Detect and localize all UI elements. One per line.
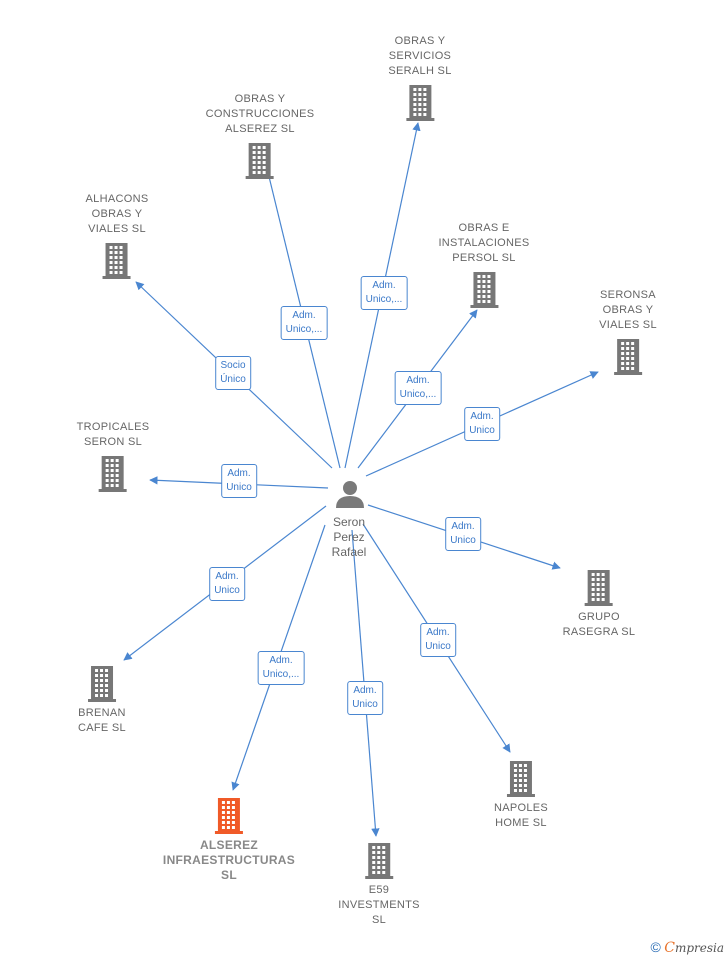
relation-label-brenan-cafe[interactable]: Adm. Unico bbox=[209, 567, 245, 601]
building-icon bbox=[206, 143, 315, 179]
relation-label-obras-instalaciones-persol[interactable]: Adm. Unico,... bbox=[394, 371, 442, 405]
brand-initial: C bbox=[664, 940, 675, 956]
building-icon bbox=[438, 272, 529, 308]
person-icon bbox=[336, 481, 364, 508]
company-name: OBRAS Y CONSTRUCCIONES ALSEREZ SL bbox=[205, 93, 315, 135]
relation-label-obras-construcciones-alserez[interactable]: Adm. Unico,... bbox=[280, 306, 328, 340]
company-node-obras-construcciones-alserez[interactable]: OBRAS Y CONSTRUCCIONES ALSEREZ SL bbox=[206, 92, 315, 179]
relation-label-e59-investments[interactable]: Adm. Unico bbox=[347, 681, 383, 715]
building-icon bbox=[78, 666, 126, 702]
person-name[interactable]: Seron Perez Rafael bbox=[331, 515, 367, 559]
building-icon bbox=[77, 456, 150, 492]
building-icon bbox=[163, 798, 295, 834]
company-node-grupo-rasegra[interactable]: GRUPO RASEGRA SL bbox=[563, 570, 636, 640]
company-node-e59-investments[interactable]: E59 INVESTMENTS SL bbox=[338, 843, 420, 928]
company-name: E59 INVESTMENTS SL bbox=[338, 884, 420, 926]
company-node-alserez-infraestructuras[interactable]: ALSEREZ INFRAESTRUCTURAS SL bbox=[163, 798, 295, 883]
building-icon bbox=[494, 761, 548, 797]
company-node-obras-servicios-seralh[interactable]: OBRAS Y SERVICIOS SERALH SL bbox=[388, 34, 451, 121]
relation-label-obras-servicios-seralh[interactable]: Adm. Unico,... bbox=[360, 276, 408, 310]
relation-label-napoles-home[interactable]: Adm. Unico bbox=[420, 623, 456, 657]
company-name: GRUPO RASEGRA SL bbox=[562, 611, 636, 638]
company-node-obras-instalaciones-persol[interactable]: OBRAS E INSTALACIONES PERSOL SL bbox=[438, 221, 529, 308]
relation-label-seronsa[interactable]: Adm. Unico bbox=[464, 407, 500, 441]
building-icon bbox=[338, 843, 420, 879]
company-name: BRENAN CAFE SL bbox=[78, 707, 126, 734]
company-name: OBRAS Y SERVICIOS SERALH SL bbox=[388, 35, 452, 77]
company-name: ALHACONS OBRAS Y VIALES SL bbox=[85, 193, 149, 235]
brand-logo: © Cmpresia bbox=[651, 939, 724, 956]
company-name: ALSEREZ INFRAESTRUCTURAS SL bbox=[162, 838, 296, 882]
relation-label-tropicales-seron[interactable]: Adm. Unico bbox=[221, 464, 257, 498]
company-node-seronsa[interactable]: SERONSA OBRAS Y VIALES SL bbox=[599, 288, 657, 375]
company-node-alhacons[interactable]: ALHACONS OBRAS Y VIALES SL bbox=[86, 192, 149, 279]
building-icon bbox=[388, 85, 451, 121]
company-name: TROPICALES SERON SL bbox=[76, 421, 150, 448]
relation-label-alserez-infraestructuras[interactable]: Adm. Unico,... bbox=[257, 651, 305, 685]
company-name: SERONSA OBRAS Y VIALES SL bbox=[599, 289, 657, 331]
company-node-brenan-cafe[interactable]: BRENAN CAFE SL bbox=[78, 666, 126, 736]
brand-name: mpresia bbox=[674, 941, 724, 955]
company-node-tropicales-seron[interactable]: TROPICALES SERON SL bbox=[77, 420, 150, 492]
copyright-symbol: © bbox=[650, 939, 661, 955]
company-node-napoles-home[interactable]: NAPOLES HOME SL bbox=[494, 761, 548, 831]
company-name: NAPOLES HOME SL bbox=[493, 802, 549, 829]
relation-label-grupo-rasegra[interactable]: Adm. Unico bbox=[445, 517, 481, 551]
building-icon bbox=[563, 570, 636, 606]
building-icon bbox=[86, 243, 149, 279]
building-icon bbox=[599, 339, 657, 375]
company-name: OBRAS E INSTALACIONES PERSOL SL bbox=[438, 222, 530, 264]
relation-label-alhacons[interactable]: Socio Único bbox=[215, 356, 251, 390]
